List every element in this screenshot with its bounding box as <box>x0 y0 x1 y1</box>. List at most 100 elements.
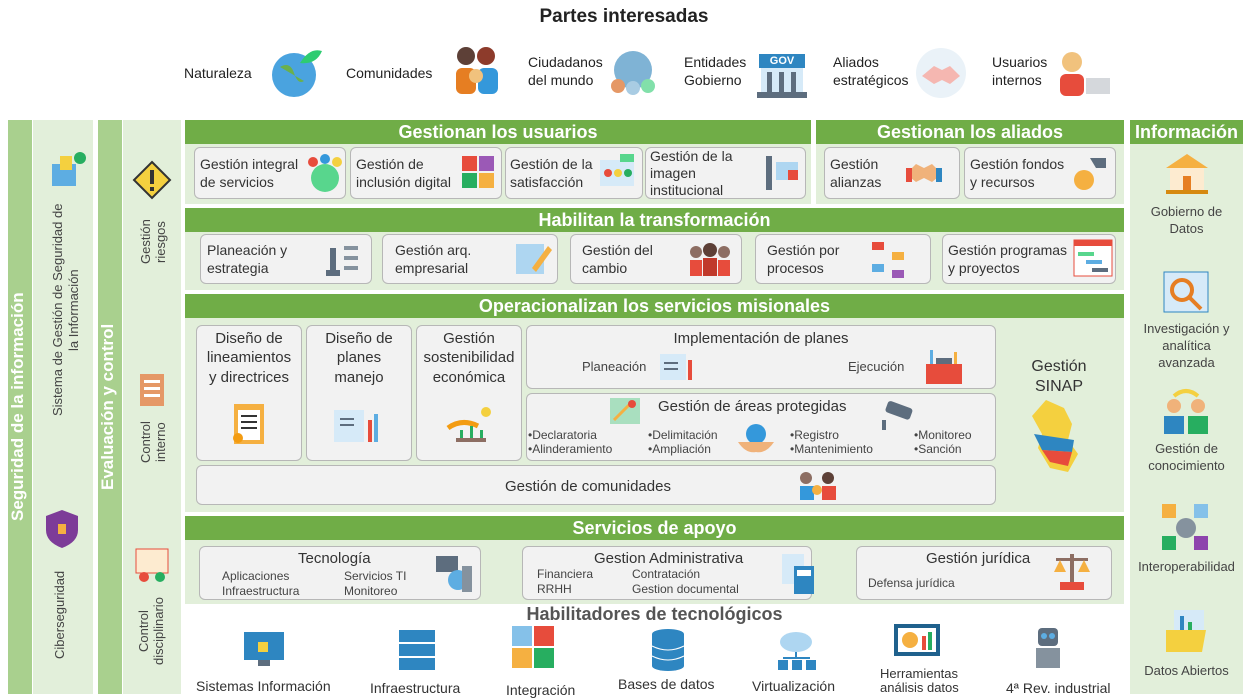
security-lock-icon <box>52 152 86 186</box>
strategy-chess-icon <box>326 246 358 276</box>
areas-item2b: •Ampliación <box>648 442 711 456</box>
family-icon <box>456 47 498 94</box>
world-citizens-icon <box>611 51 655 95</box>
administrativa-title: Gestion Administrativa <box>594 550 744 567</box>
justice-scale-icon <box>1054 554 1090 590</box>
growth-plants-icon <box>446 407 491 442</box>
security-camera-icon <box>882 401 913 430</box>
imagen-label1: Gestión de la <box>650 148 733 164</box>
inclusion-digital-label2: inclusión digital <box>356 174 451 190</box>
areas-item3a: •Registro <box>790 428 839 442</box>
implementacion-box[interactable] <box>526 325 996 389</box>
colombia-map-icon <box>1032 400 1078 472</box>
riesgos-label: Gestión riesgos <box>138 219 168 265</box>
toolbox-icon <box>926 350 962 384</box>
comunidades-label: Gestión de comunidades <box>505 478 671 495</box>
alianzas-label1: Gestión <box>830 156 879 172</box>
gov-badge: GOV <box>769 55 795 67</box>
lineamientos-label3: y directrices <box>208 369 290 386</box>
procesos-label2: procesos <box>767 260 824 276</box>
impl-ejecucion-label: Ejecución <box>848 359 905 374</box>
cloud-network-icon <box>778 632 816 670</box>
hab-bases: Bases de datos <box>618 676 715 692</box>
habilitan-header: Habilitan la transformación <box>185 208 1124 232</box>
database-icon <box>651 629 685 671</box>
earth-plant-icon <box>272 50 322 97</box>
network-computer-icon <box>436 556 472 592</box>
planes-label3: manejo <box>334 369 384 386</box>
ciber-label: Ciberseguridad <box>52 570 67 660</box>
architecture-plan-icon <box>516 244 552 274</box>
procesos-label1: Gestión por <box>767 242 840 258</box>
imagen-label3: institucional <box>650 182 724 198</box>
areas-item4a: •Monitoreo <box>914 428 972 442</box>
interoperability-gears-icon <box>1162 504 1208 550</box>
tecnologia-box[interactable] <box>199 546 481 600</box>
comunidades-box[interactable] <box>196 465 996 505</box>
tec-infraestructura: Infraestructura <box>222 584 300 598</box>
sgsi-label: Sistema de Gestión de Seguridad de la In… <box>50 203 81 417</box>
sostenibilidad-label1: Gestión <box>443 330 495 347</box>
stakeholder-comunidades-label: Comunidades <box>346 65 433 81</box>
lineamientos-label2: lineamientos <box>206 349 292 366</box>
stakeholder-entidades-label2: Gobierno <box>684 72 742 88</box>
disciplinario-label: Control disciplinario <box>136 597 166 665</box>
administrativa-box[interactable] <box>522 546 812 600</box>
info-conocimiento2: conocimiento <box>1148 458 1225 473</box>
info-gobierno2: Datos <box>1169 221 1204 236</box>
evaluation-bar <box>98 120 122 694</box>
billboard-icon <box>766 156 798 190</box>
tec-monitoreo: Monitoreo <box>344 584 398 598</box>
sinap-label1: Gestión <box>1031 358 1087 375</box>
hab-integracion: Integración <box>506 682 576 698</box>
community-people-icon <box>800 472 836 500</box>
handshake-icon <box>916 48 966 98</box>
adm-rrhh: RRHH <box>537 582 572 596</box>
security-bar <box>8 120 32 694</box>
map-pin-icon <box>610 398 640 424</box>
juridica-box[interactable] <box>856 546 1112 600</box>
page-title: Partes interesadas <box>539 6 709 27</box>
operacion-header: Operacionalizan los servicios misionales <box>185 294 1124 318</box>
stakeholder-ciudadanos-label: Ciudadanos <box>528 54 603 70</box>
apoyo-header: Servicios de apoyo <box>185 516 1124 540</box>
earth-hands-icon <box>738 424 774 453</box>
stakeholder-entidades-label: Entidades <box>684 54 747 70</box>
hab-herramientas1: Herramientas <box>880 666 959 681</box>
programas-label2: y proyectos <box>948 260 1020 276</box>
info-gobierno1: Gobierno de <box>1150 204 1223 219</box>
stakeholder-usuarios-label2: internos <box>992 72 1042 88</box>
control-panel <box>123 120 181 694</box>
fondos-label2: y recursos <box>970 174 1035 190</box>
areas-item1b: •Alinderamiento <box>528 442 613 456</box>
open-data-folder-icon <box>1166 610 1206 652</box>
robot-icon <box>1036 628 1060 668</box>
areas-item1a: •Declaratoria <box>528 428 597 442</box>
alianzas-label2: alianzas <box>830 174 882 190</box>
analytics-monitor-icon <box>894 624 940 656</box>
lineamientos-label1: Diseño de <box>215 330 283 347</box>
stakeholder-aliados-label2: estratégicos <box>833 72 909 88</box>
government-data-icon <box>1166 154 1208 194</box>
areas-item2a: •Delimitación <box>648 428 718 442</box>
impl-planeacion-label: Planeación <box>582 359 647 374</box>
adm-documental: Gestion documental <box>632 582 739 596</box>
planeacion-label1: Planeación y <box>207 242 288 258</box>
gestion-integral-label1: Gestión integral <box>200 156 299 172</box>
planeacion-box[interactable] <box>200 234 372 284</box>
info-investigacion2: analítica <box>1162 338 1211 353</box>
sostenibilidad-box[interactable] <box>416 325 522 461</box>
puzzle-people-icon <box>462 156 494 188</box>
aliados-header: Gestionan los aliados <box>816 120 1124 144</box>
analytics-magnifier-icon <box>1163 271 1209 313</box>
interno-label: Control interno <box>138 421 168 463</box>
stakeholder-ciudadanos-label2: del mundo <box>528 72 594 88</box>
alliance-handshake-icon <box>906 164 942 182</box>
info-interoperabilidad: Interoperabilidad <box>1138 559 1235 574</box>
programas-label1: Gestión programas <box>948 242 1068 258</box>
cambio-label2: cambio <box>582 260 628 276</box>
security-panel <box>33 120 93 694</box>
stakeholder-naturaleza-label: Naturaleza <box>184 65 252 81</box>
coins-hand-icon <box>1074 158 1106 190</box>
integration-puzzle-icon <box>512 626 554 668</box>
